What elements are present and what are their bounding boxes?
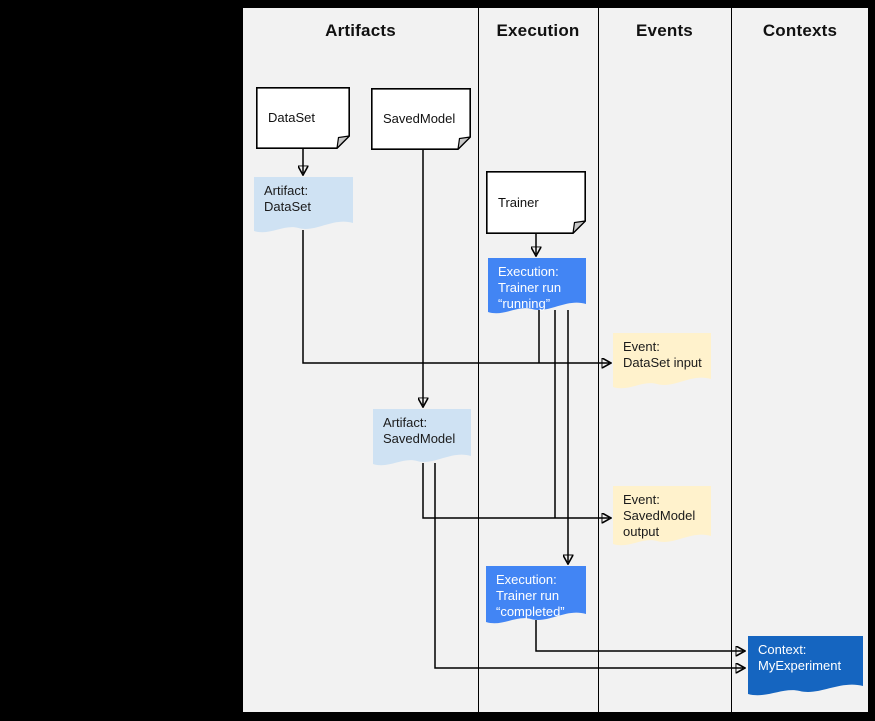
document-shape (748, 636, 863, 696)
node-execution-running-label: Execution: Trainer run “running” (498, 264, 562, 311)
node-event-savedmodel-output: Event: SavedModel output (613, 486, 711, 548)
edge-artifact-savedmodel-to-event-output (422, 463, 609, 518)
card-shape (486, 171, 586, 234)
node-context-myexperiment-label: Context: MyExperiment (758, 642, 842, 673)
node-savedmodel-card: SavedModel (371, 88, 471, 150)
document-shape (488, 258, 586, 314)
document-shape (613, 333, 711, 389)
column-header-contexts: Contexts (762, 21, 838, 40)
node-execution-completed-label: Execution: Trainer run “completed” (496, 572, 565, 619)
node-execution-running: Execution: Trainer run “running” (488, 258, 586, 316)
edge-artifact-savedmodel-to-context (434, 463, 743, 668)
column-divider-artifacts-execution (478, 8, 479, 712)
node-trainer-card: Trainer (486, 171, 586, 234)
node-savedmodel-label: SavedModel (383, 111, 456, 126)
document-shape (254, 177, 353, 233)
document-shape (373, 409, 471, 466)
column-header-execution: Execution (496, 21, 580, 40)
node-trainer-label: Trainer (498, 194, 539, 210)
diagram-panel: Artifacts Execution Events Contexts Data… (242, 7, 869, 713)
node-event-dataset-input: Event: DataSet input (613, 333, 711, 391)
node-artifact-savedmodel: Artifact: SavedModel (373, 409, 471, 468)
document-shape (613, 486, 711, 546)
document-shape (486, 566, 586, 624)
node-artifact-dataset-label: Artifact: DataSet (264, 183, 311, 214)
node-event-savedmodel-output-label: Event: SavedModel output (623, 492, 696, 539)
node-event-dataset-input-label: Event: DataSet input (623, 339, 702, 370)
column-header-events: Events (636, 21, 693, 40)
edge-artifact-dataset-to-event-input (302, 230, 609, 363)
card-shape (371, 88, 471, 150)
connector-lines (243, 149, 870, 712)
node-context-myexperiment: Context: MyExperiment (748, 636, 863, 698)
card-shape (256, 87, 350, 149)
node-dataset-label: DataSet (268, 110, 315, 125)
node-dataset-card: DataSet (256, 87, 350, 149)
node-artifact-dataset: Artifact: DataSet (254, 177, 353, 235)
column-divider-execution-events (598, 8, 599, 712)
node-execution-completed: Execution: Trainer run “completed” (486, 566, 586, 626)
node-artifact-savedmodel-label: Artifact: SavedModel (383, 415, 456, 446)
column-divider-events-contexts (731, 8, 732, 712)
column-header-artifacts: Artifacts (325, 21, 396, 40)
edge-execution-completed-to-context (535, 620, 743, 651)
